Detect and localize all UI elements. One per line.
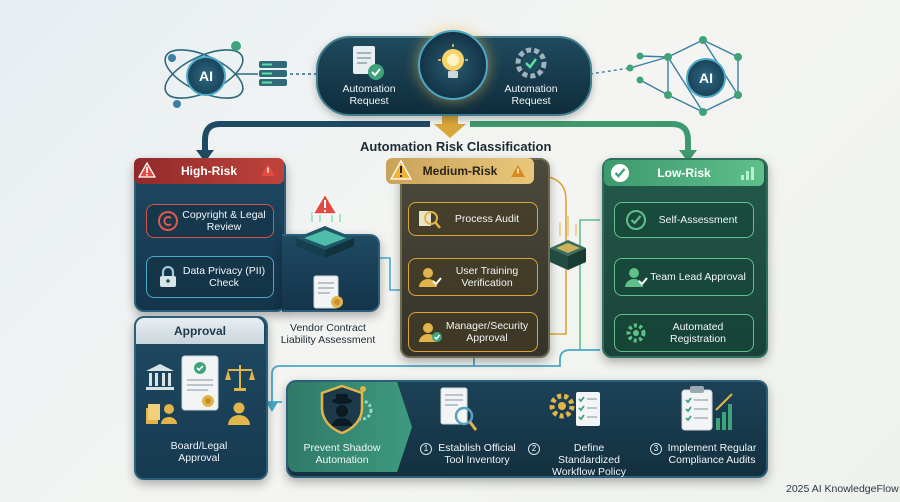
contract-certificate-icon [311, 274, 347, 319]
automation-request-left: Automation Request [342, 83, 396, 107]
gear-icon [623, 320, 649, 346]
ai-node-right: AI [686, 58, 726, 98]
medium-item-3: Manager/Security Approval [445, 320, 529, 344]
medium-item-2: User Training Verification [455, 265, 519, 289]
medium-item-1: Process Audit [454, 213, 520, 225]
approval-label: Approval [173, 324, 226, 338]
team-lead-approval: Team Lead Approval [614, 258, 754, 296]
warning-icon-medium [390, 160, 412, 180]
automation-request-right: Automation Request [504, 83, 558, 107]
gear-check-icon [512, 44, 550, 87]
clipboard-chart-icon [678, 384, 734, 439]
shield-spy-icon [316, 384, 374, 441]
lightbulb-icon [418, 30, 488, 100]
user-check-icon [417, 264, 443, 290]
ai-label-right: AI [699, 70, 713, 86]
self-assessment: Self-Assessment [614, 202, 754, 238]
low-item-1: Self-Assessment [658, 214, 738, 226]
scales-icon [224, 362, 256, 397]
data-privacy-check: Data Privacy (PII) Check [146, 256, 274, 298]
signal-bars-icon [741, 167, 754, 180]
copyright-icon [155, 208, 181, 234]
ai-label-left: AI [199, 68, 213, 84]
user-approve-icon [623, 264, 649, 290]
server-icon [258, 60, 288, 88]
medium-risk-header: Medium-Risk [386, 158, 534, 184]
gear-checklist-icon [548, 388, 602, 437]
high-risk-label: High-Risk [180, 164, 237, 178]
process-audit: Process Audit [408, 202, 538, 236]
copyright-legal-review: Copyright & Legal Review [146, 204, 274, 238]
warning-small-icon [261, 164, 275, 176]
high-item-1: Copyright & Legal Review [182, 209, 266, 233]
vendor-contract-label: Vendor Contract Liability Assessment [280, 322, 376, 346]
step-number-1: 1 [420, 443, 432, 455]
low-risk-label: Low-Risk [657, 166, 711, 180]
medium-risk-label: Medium-Risk [422, 164, 498, 178]
board-legal-label: Board/Legal Approval [170, 440, 228, 464]
magnifier-icon [417, 206, 443, 232]
manager-check-icon [417, 319, 443, 345]
server-warning-icon [294, 186, 356, 267]
user-training-verification: User Training Verification [408, 258, 538, 296]
ai-node-left: AI [186, 56, 226, 96]
step-text-3: Implement Regular Compliance Audits [667, 442, 757, 466]
step-text-1: Establish Official Tool Inventory [438, 442, 516, 466]
manager-security-approval: Manager/Security Approval [408, 312, 538, 352]
high-risk-header: High-Risk [134, 158, 284, 184]
approval-header: Approval [136, 318, 264, 344]
courthouse-icon [144, 362, 176, 397]
low-risk-header: Low-Risk [604, 160, 764, 186]
step-text-2: Define Standardized Workflow Policy [552, 442, 626, 478]
approved-document-icon [180, 354, 220, 421]
high-item-2: Data Privacy (PII) Check [182, 265, 266, 289]
person-icon [226, 400, 252, 431]
document-check-icon [349, 44, 387, 87]
classification-title: Automation Risk Classification [360, 139, 552, 154]
warning-icon [138, 162, 156, 178]
step-number-2: 2 [528, 443, 540, 455]
automated-registration: Automated Registration [614, 314, 754, 352]
person-with-documents-icon [144, 400, 178, 431]
check-circle-icon [611, 164, 629, 182]
footer-credit: 2025 AI KnowledgeFlow [786, 483, 899, 495]
low-item-2: Team Lead Approval [650, 271, 746, 283]
check-circle-outline-icon [623, 207, 649, 233]
prevent-shadow-label: Prevent Shadow Automation [303, 442, 381, 466]
warning-small-icon-medium [511, 165, 525, 177]
server-stack-icon [548, 212, 588, 279]
step-number-3: 3 [650, 443, 662, 455]
inventory-document-icon [438, 386, 478, 441]
lock-icon [155, 264, 181, 290]
low-item-3: Automated Registration [669, 321, 727, 345]
